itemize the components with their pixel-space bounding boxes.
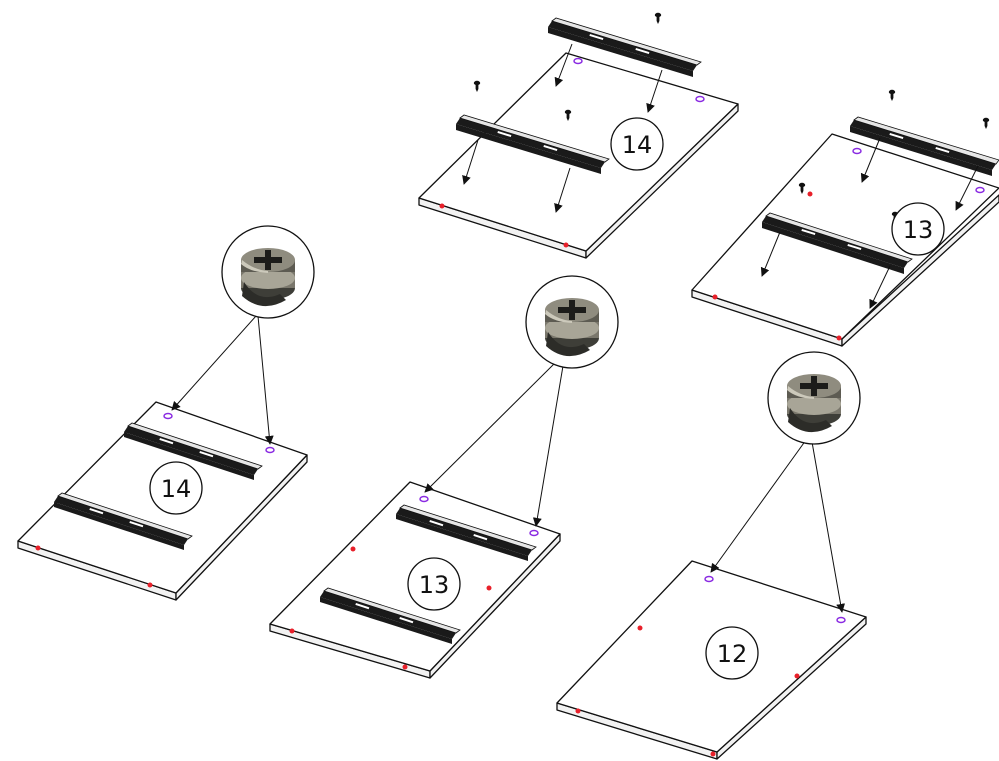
panel-label: 12 (717, 640, 748, 668)
panel-label: 13 (903, 216, 934, 244)
dowel-hole (439, 203, 445, 209)
panel-14-rails-attached: 14 (17, 401, 308, 601)
dowel-hole (563, 242, 569, 248)
panel-14-rail-mounting: 14 (418, 12, 739, 259)
cam-lock-callout (171, 225, 315, 445)
screw-icon (982, 117, 990, 129)
dowel-hole (710, 751, 716, 757)
screw-icon (654, 12, 662, 24)
panel-top-surface (691, 133, 999, 340)
cam-hole (852, 147, 862, 155)
cam-hole (419, 495, 429, 503)
cam-hole (265, 446, 275, 454)
dowel-hole (836, 335, 842, 341)
panel-label: 13 (419, 571, 450, 599)
cam-hole (975, 186, 985, 194)
dowel-hole (35, 545, 41, 551)
cam-lock-callout (710, 351, 861, 613)
panel-edge-side (841, 194, 999, 347)
dowel-hole (486, 585, 492, 591)
dowel-hole (575, 708, 581, 714)
drawer-rail-icon (124, 422, 263, 480)
cam-lock-callout (424, 275, 619, 527)
dowel-hole (402, 664, 408, 670)
dowel-hole (637, 625, 643, 631)
dowel-hole (794, 673, 800, 679)
panel-number-callout (407, 557, 461, 611)
cam-hole (836, 616, 846, 624)
panel-label: 14 (622, 131, 653, 159)
dowel-hole (350, 546, 356, 552)
screw-icon (888, 89, 896, 101)
panel-number-callout (149, 461, 203, 515)
drawer-rail-icon (54, 492, 193, 550)
cam-hole (695, 95, 705, 103)
cam-hole (704, 575, 714, 583)
panel-12-plain: 12 (556, 560, 867, 760)
cam-hole (529, 529, 539, 537)
panel-number-callout (891, 202, 945, 256)
panel-number-callout (610, 117, 664, 171)
drawer-rail-icon (456, 114, 610, 174)
panel-13-rails-attached: 13 (269, 481, 561, 679)
cam-hole (573, 57, 583, 65)
panel-label: 14 (161, 475, 192, 503)
dowel-hole (289, 628, 295, 634)
dowel-hole (807, 191, 813, 197)
dowel-hole (712, 294, 718, 300)
dowel-hole (147, 582, 153, 588)
panel-13-rail-mounting: 13 (691, 89, 999, 347)
panel-number-callout (705, 626, 759, 680)
screw-icon (473, 80, 481, 92)
drawer-rail-icon (320, 587, 461, 644)
drawer-rail-icon (396, 504, 537, 561)
drawer-rail-icon (850, 116, 999, 176)
cam-hole (163, 412, 173, 420)
drawer-rail-icon (548, 17, 702, 77)
drawer-rail-icon (762, 212, 913, 274)
